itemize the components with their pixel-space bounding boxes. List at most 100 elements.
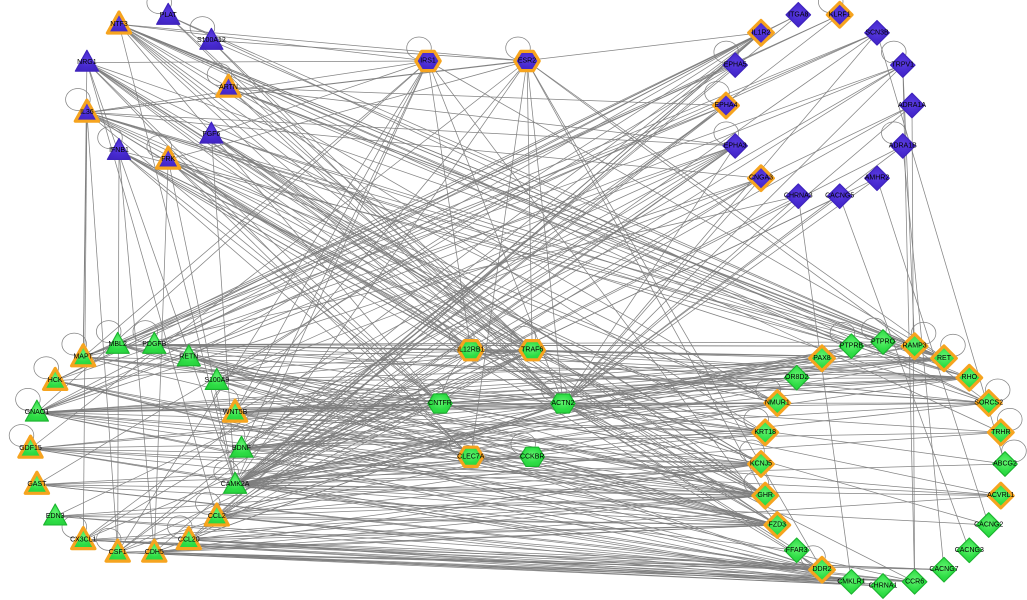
node-shape[interactable]: [783, 364, 810, 391]
node-NTF3[interactable]: NTF3: [105, 10, 133, 35]
node-NMUR1[interactable]: NMUR1: [763, 389, 792, 417]
node-shape[interactable]: [747, 450, 775, 478]
node-CNGA3[interactable]: CNGA3: [747, 164, 775, 193]
node-shape[interactable]: [864, 19, 890, 46]
node-shape[interactable]: [519, 446, 545, 467]
node-shape[interactable]: [955, 363, 984, 392]
node-shape[interactable]: [751, 481, 780, 510]
node-CCR6[interactable]: CCR6: [901, 568, 928, 595]
node-shape[interactable]: [870, 329, 896, 355]
node-shape[interactable]: [986, 481, 1015, 510]
node-shape[interactable]: [931, 556, 957, 583]
node-shape[interactable]: [763, 389, 792, 417]
node-SORCS2[interactable]: SORCS2: [974, 389, 1003, 417]
node-shape[interactable]: [105, 10, 133, 35]
node-shape[interactable]: [889, 52, 916, 78]
node-shape[interactable]: [69, 343, 97, 368]
node-shape[interactable]: [986, 418, 1015, 447]
node-shape[interactable]: [722, 52, 749, 78]
node-shape[interactable]: [550, 393, 576, 414]
node-GAST[interactable]: GAST: [23, 470, 51, 495]
node-IL1R2[interactable]: IL1R2: [747, 18, 775, 47]
node-ITGA8[interactable]: ITGA8: [785, 1, 812, 28]
node-NRG1[interactable]: NRG1: [74, 49, 100, 72]
node-shape[interactable]: [889, 133, 916, 159]
node-shape[interactable]: [155, 145, 182, 170]
node-shape[interactable]: [142, 331, 167, 354]
node-shape[interactable]: [899, 92, 925, 119]
node-shape[interactable]: [763, 511, 792, 539]
node-AMHR2[interactable]: AMHR2: [864, 165, 890, 192]
node-shape[interactable]: [106, 137, 132, 160]
node-CACNG2[interactable]: CACNG2: [974, 512, 1003, 538]
node-shape[interactable]: [712, 91, 740, 120]
node-shape[interactable]: [826, 183, 853, 210]
node-shape[interactable]: [900, 332, 929, 361]
node-shape[interactable]: [141, 538, 168, 563]
node-shape[interactable]: [221, 398, 249, 423]
node-RHO[interactable]: RHO: [955, 363, 984, 392]
node-shape[interactable]: [176, 344, 201, 367]
node-ACTN2[interactable]: ACTN2: [550, 393, 576, 414]
node-shape[interactable]: [956, 537, 983, 564]
node-shape[interactable]: [722, 133, 749, 159]
node-shape[interactable]: [156, 2, 181, 25]
node-KLRF1[interactable]: KLRF1: [825, 0, 854, 29]
node-shape[interactable]: [870, 573, 896, 599]
node-shape[interactable]: [104, 538, 131, 563]
node-shape[interactable]: [43, 503, 68, 526]
node-shape[interactable]: [199, 27, 224, 50]
node-shape[interactable]: [105, 331, 130, 354]
node-shape[interactable]: [203, 502, 230, 527]
node-shape[interactable]: [825, 0, 854, 29]
node-shape[interactable]: [785, 1, 812, 28]
node-shape[interactable]: [747, 164, 775, 193]
node-shape[interactable]: [783, 537, 810, 564]
node-CMKLR1[interactable]: CMKLR1: [837, 568, 866, 595]
node-shape[interactable]: [24, 399, 50, 422]
node-SCN3B[interactable]: SCN3B: [864, 19, 890, 46]
node-shape[interactable]: [222, 471, 248, 494]
node-IRS1[interactable]: IRS1: [414, 49, 442, 73]
node-shape[interactable]: [73, 98, 101, 123]
node-shape[interactable]: [414, 49, 442, 73]
node-ABCG2[interactable]: ABCG2: [992, 451, 1018, 477]
node-EPHA5[interactable]: EPHA5: [722, 52, 749, 78]
node-shape[interactable]: [838, 568, 865, 595]
node-CLEC7A[interactable]: CLEC7A: [457, 445, 485, 468]
node-shape[interactable]: [974, 389, 1003, 417]
node-shape[interactable]: [992, 451, 1018, 477]
node-shape[interactable]: [215, 73, 242, 98]
node-shape[interactable]: [70, 525, 97, 551]
node-shape[interactable]: [41, 366, 69, 391]
node-CNTFR[interactable]: CNTFR: [427, 393, 453, 414]
node-shape[interactable]: [229, 435, 254, 458]
node-CACNG3[interactable]: CACNG3: [955, 537, 984, 564]
node-CACNG5[interactable]: CACNG5: [825, 183, 854, 210]
node-shape[interactable]: [808, 344, 836, 373]
node-shape[interactable]: [457, 339, 485, 362]
node-shape[interactable]: [808, 555, 836, 584]
node-shape[interactable]: [901, 568, 928, 595]
node-shape[interactable]: [518, 339, 547, 362]
node-EPHA3[interactable]: EPHA3: [722, 133, 749, 159]
node-EDN3[interactable]: EDN3: [43, 503, 68, 526]
node-shape[interactable]: [23, 470, 51, 495]
node-shape[interactable]: [204, 367, 229, 390]
node-shape[interactable]: [175, 525, 202, 551]
node-shape[interactable]: [864, 165, 890, 192]
node-shape[interactable]: [74, 49, 100, 72]
node-shape[interactable]: [785, 183, 812, 210]
node-shape[interactable]: [975, 512, 1002, 538]
node-shape[interactable]: [427, 393, 453, 414]
node-shape[interactable]: [747, 18, 775, 47]
node-shape[interactable]: [751, 418, 780, 447]
node-shape[interactable]: [17, 434, 44, 459]
node-ESR2[interactable]: ESR2: [513, 49, 541, 73]
node-shape[interactable]: [513, 49, 541, 73]
node-shape[interactable]: [199, 121, 224, 144]
node-TRAF6[interactable]: TRAF6: [518, 339, 547, 362]
node-CACNG7[interactable]: CACNG7: [929, 556, 959, 583]
node-ACVRL1[interactable]: ACVRL1: [986, 481, 1015, 510]
node-IL12RB1[interactable]: IL12RB1: [457, 339, 485, 362]
